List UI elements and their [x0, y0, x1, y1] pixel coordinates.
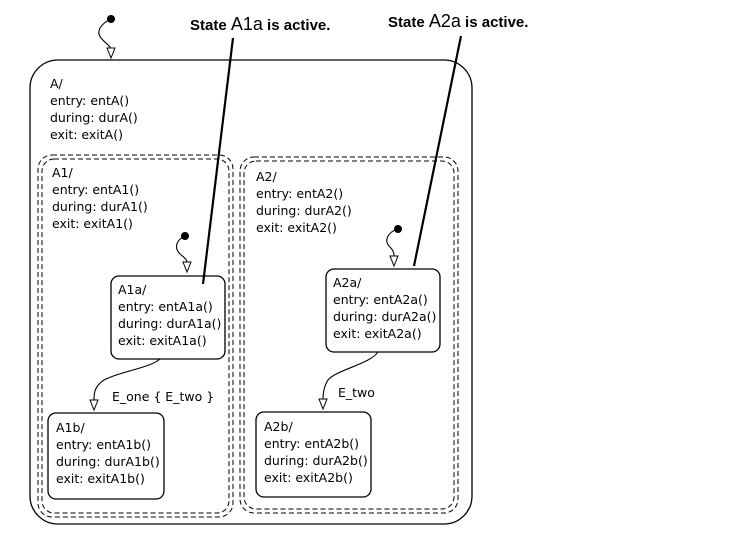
callout-line-a1a — [201, 37, 235, 285]
state-a-name: A/ — [50, 76, 64, 91]
annotation-a1a-active: State A1a is active. — [190, 14, 330, 285]
annotation-a2a-text: State A2a is active. — [388, 11, 528, 31]
transition-a2a-a2b[interactable]: E_two — [318, 351, 379, 411]
state-a2a-entry: entry: entA2a() — [333, 292, 428, 307]
state-a2b[interactable]: A2b/ entry: entA2b() during: durA2b() ex… — [255, 411, 372, 498]
state-a2b-box[interactable] — [255, 411, 372, 498]
default-transition-arrow — [106, 47, 116, 60]
state-a[interactable]: A/ entry: entA() during: durA() exit: ex… — [29, 59, 473, 525]
state-a1a-box[interactable] — [110, 275, 226, 360]
state-a1-box-outer — [37, 154, 234, 518]
default-transition-a2a — [386, 225, 402, 268]
state-a1-exit: exit: exitA1() — [52, 216, 133, 231]
state-a1b-during: during: durA1b() — [56, 454, 160, 469]
state-a-during: during: durA() — [50, 110, 138, 125]
transition-a2a-a2b-label: E_two — [338, 385, 375, 400]
state-a1b-name: A1b/ — [56, 420, 85, 435]
state-a2-box[interactable] — [243, 160, 455, 510]
callout-line-a2a — [412, 35, 463, 267]
state-a-box[interactable] — [29, 59, 473, 525]
default-transition-a2a-path — [386, 228, 399, 257]
default-transition-a1a-arrow — [182, 261, 192, 274]
transition-a1a-a1b-arrow — [89, 399, 99, 412]
state-a2-name: A2/ — [256, 169, 278, 184]
state-a1-during: during: durA1() — [52, 199, 148, 214]
state-a2a-name: A2a/ — [333, 275, 362, 290]
state-a2-during: during: durA2() — [256, 203, 352, 218]
state-a1b-entry: entry: entA1b() — [56, 437, 151, 452]
default-transition-a — [98, 15, 116, 60]
state-a2-entry: entry: entA2() — [256, 186, 343, 201]
state-a2a-box[interactable] — [325, 268, 441, 353]
state-a1b[interactable]: A1b/ entry: entA1b() during: durA1b() ex… — [47, 412, 165, 500]
default-transition-path — [98, 18, 112, 51]
annotation-a1a-text: State A1a is active. — [190, 14, 330, 34]
state-a1b-box[interactable] — [47, 412, 165, 500]
transition-a1a-a1b-label: E_one { E_two } — [112, 389, 214, 404]
state-a-exit: exit: exitA() — [50, 127, 123, 142]
state-a-entry: entry: entA() — [50, 93, 129, 108]
state-a1b-exit: exit: exitA1b() — [56, 471, 145, 486]
state-a1a-during: during: durA1a() — [118, 316, 221, 331]
state-a1a[interactable]: A1a/ entry: entA1a() during: durA1a() ex… — [110, 275, 226, 360]
state-a1a-name: A1a/ — [118, 282, 147, 297]
transition-a1a-a1b-path[interactable] — [93, 358, 161, 401]
transition-a1a-a1b[interactable]: E_one { E_two } — [89, 358, 214, 412]
state-a2a[interactable]: A2a/ entry: entA2a() during: durA2a() ex… — [325, 268, 441, 353]
transition-a2a-a2b-path[interactable] — [322, 351, 379, 400]
default-transition-a1a — [176, 232, 192, 274]
state-a2b-name: A2b/ — [264, 419, 293, 434]
state-a2-exit: exit: exitA2() — [256, 220, 337, 235]
state-a1-entry: entry: entA1() — [52, 182, 139, 197]
state-a2b-exit: exit: exitA2b() — [264, 470, 353, 485]
state-a2[interactable]: A2/ entry: entA2() during: durA2() exit:… — [239, 156, 459, 514]
transition-a2a-a2b-arrow — [318, 398, 328, 411]
state-a2-box-outer — [239, 156, 459, 514]
default-transition-a2a-arrow — [389, 255, 399, 268]
annotation-a2a-active: State A2a is active. — [388, 11, 528, 267]
state-a1-name: A1/ — [52, 165, 74, 180]
state-a1a-exit: exit: exitA1a() — [118, 333, 207, 348]
default-transition-a1a-path — [176, 235, 188, 263]
state-a2b-during: during: durA2b() — [264, 453, 368, 468]
state-a1a-entry: entry: entA1a() — [118, 299, 213, 314]
state-a1[interactable]: A1/ entry: entA1() during: durA1() exit:… — [37, 154, 234, 518]
state-a2a-exit: exit: exitA2a() — [333, 326, 422, 341]
state-a1-box[interactable] — [41, 158, 230, 514]
state-a2a-during: during: durA2a() — [333, 309, 436, 324]
state-a2b-entry: entry: entA2b() — [264, 436, 359, 451]
